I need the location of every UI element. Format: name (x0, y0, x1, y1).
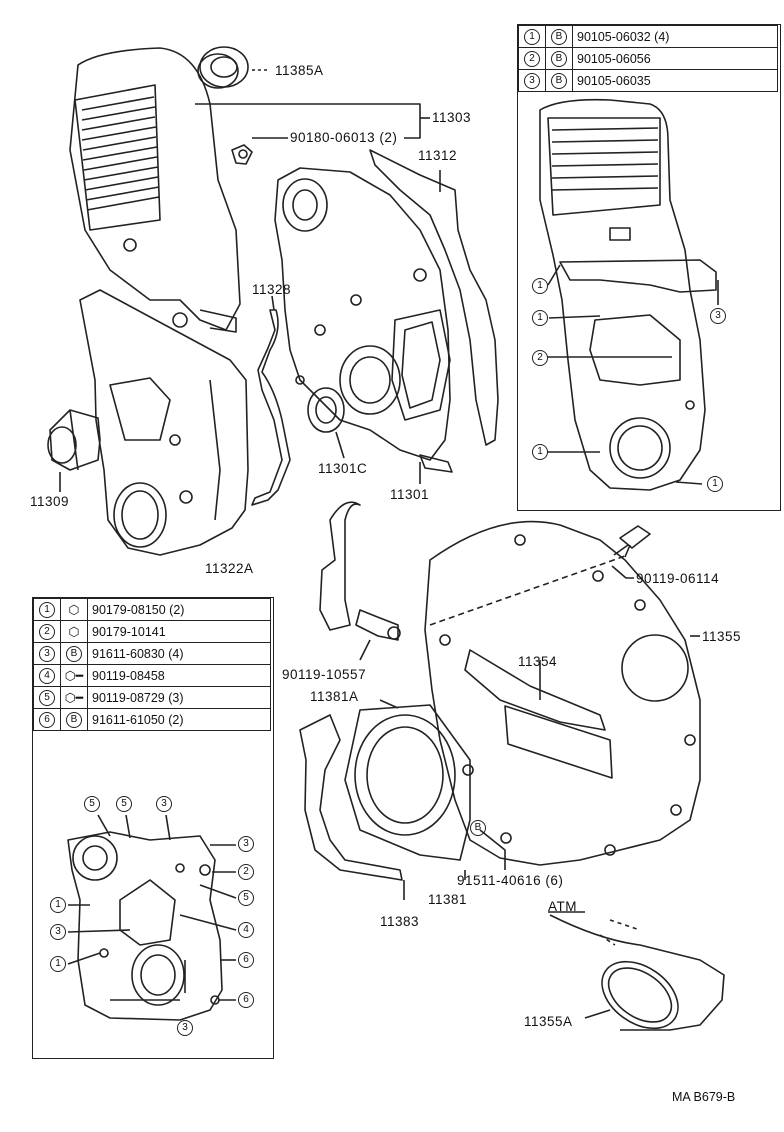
bolt-type-icon: B (66, 712, 82, 728)
callout-11309: 11309 (30, 494, 70, 509)
inset-top-right-frame (517, 24, 781, 511)
inset-marker: 1 (532, 278, 548, 294)
table-row: 3 B 90105-06035 (518, 69, 778, 92)
bolt-type-marker: B (470, 820, 486, 836)
part-number: 90179-08150 (2) (87, 598, 271, 621)
inset-marker: 6 (238, 992, 254, 1008)
inset-marker: 5 (116, 796, 132, 812)
inset-marker: 3 (710, 308, 726, 324)
label-atm: ATM (548, 899, 577, 914)
table-row: 2 B 90105-06056 (518, 47, 778, 70)
table-row: 1 B 90105-06032 (4) (518, 25, 778, 48)
ref-number: 1 (524, 29, 540, 45)
inset-marker: 1 (50, 897, 66, 913)
ref-number: 1 (39, 602, 55, 618)
inset-marker: 5 (238, 890, 254, 906)
end-plate-11355 (424, 520, 701, 866)
ref-number: 5 (39, 690, 55, 706)
part-number: 90119-08729 (3) (87, 686, 271, 709)
part-number: 90105-06056 (572, 47, 778, 70)
table-row: 1 ⬡ 90179-08150 (2) (33, 598, 271, 621)
inset-marker: 1 (707, 476, 723, 492)
callout-11381A: 11381A (310, 689, 359, 704)
seal-11301C (307, 387, 345, 433)
table-row: 2 ⬡ 90179-10141 (33, 620, 271, 643)
inset-marker: 6 (238, 952, 254, 968)
gasket-11328 (251, 309, 291, 506)
callout-11322A: 11322A (205, 561, 254, 576)
callout-11354: 11354 (518, 654, 558, 669)
part-number: 91611-61050 (2) (87, 708, 271, 731)
ref-number: 2 (39, 624, 55, 640)
inset-marker: 3 (238, 836, 254, 852)
callout-11381: 11381 (428, 892, 468, 907)
ref-number: 2 (524, 51, 540, 67)
diagram-reference-code: MA B679-B (672, 1090, 736, 1104)
fastener-table-bottom: 1 ⬡ 90179-08150 (2) 2 ⬡ 90179-10141 3 B … (33, 598, 271, 731)
bolt-type-icon: B (551, 73, 567, 89)
inset-top-cover-outline (539, 98, 717, 491)
callout-90180-06013: 90180-06013 (2) (290, 130, 398, 145)
timing-cover-lower-11322A (79, 289, 249, 556)
nut-icon: ⬡ (68, 603, 80, 617)
bolt-90119-06114 (613, 525, 651, 556)
timing-gear-case-11301 (274, 167, 451, 461)
callout-11303: 11303 (432, 110, 472, 125)
bolt-type-icon: B (66, 646, 82, 662)
callout-11301: 11301 (390, 487, 430, 502)
atm-cover-11355A (549, 914, 725, 1031)
nut-icon: ⬡ (68, 625, 80, 639)
ref-number: 3 (524, 73, 540, 89)
inset-marker: 2 (532, 350, 548, 366)
inset-marker: 4 (238, 922, 254, 938)
gasket-11312 (369, 149, 499, 446)
seal-retainer-11381 (344, 704, 471, 861)
callout-91511-40616: 91511-40616 (6) (457, 873, 564, 888)
callout-11328: 11328 (252, 282, 292, 297)
table-row: 5 ⬡━ 90119-08729 (3) (33, 686, 271, 709)
bolt-type-icon: B (551, 51, 567, 67)
callout-11383: 11383 (380, 914, 420, 929)
part-number: 90105-06035 (572, 69, 778, 92)
inset-marker: 1 (50, 956, 66, 972)
table-row: 4 ⬡━ 90119-08458 (33, 664, 271, 687)
inset-marker: 5 (84, 796, 100, 812)
callout-11301C: 11301C (318, 461, 368, 476)
inset-marker: 1 (532, 444, 548, 460)
gasket-11383 (299, 714, 403, 881)
grommet-90180-06013 (231, 144, 253, 165)
table-row: 6 B 91611-61050 (2) (33, 708, 271, 731)
timing-cover-upper-11303 (69, 47, 241, 333)
callout-90119-06114: 90119-06114 (636, 571, 720, 586)
part-number: 90105-06032 (4) (572, 25, 778, 48)
inset-marker: 3 (50, 924, 66, 940)
inset-marker: 3 (177, 1020, 193, 1036)
callout-11355A: 11355A (524, 1014, 573, 1029)
callout-90119-10557: 90119-10557 (282, 667, 367, 682)
cushion-11309 (47, 409, 101, 471)
fastener-table-top: 1 B 90105-06032 (4) 2 B 90105-06056 3 B … (518, 25, 778, 92)
callout-11312: 11312 (418, 148, 458, 163)
inset-marker: 3 (156, 796, 172, 812)
table-row: 3 B 91611-60830 (4) (33, 642, 271, 665)
bolt-icon: ⬡━ (64, 669, 84, 683)
inset-marker: 2 (238, 864, 254, 880)
bolt-type-icon: B (551, 29, 567, 45)
callout-11385A: 11385A (275, 63, 324, 78)
inset-marker: 1 (532, 310, 548, 326)
part-number: 90119-08458 (87, 664, 271, 687)
callout-11355: 11355 (702, 629, 742, 644)
bolt-icon: ⬡━ (64, 691, 84, 705)
ref-number: 3 (39, 646, 55, 662)
oil-seal-11385A (197, 46, 249, 89)
part-number: 91611-60830 (4) (87, 642, 271, 665)
bracket-hook (319, 501, 401, 641)
ref-number: 6 (39, 712, 55, 728)
inset-bottom-left-frame (32, 597, 274, 1059)
ref-number: 4 (39, 668, 55, 684)
part-number: 90179-10141 (87, 620, 271, 643)
